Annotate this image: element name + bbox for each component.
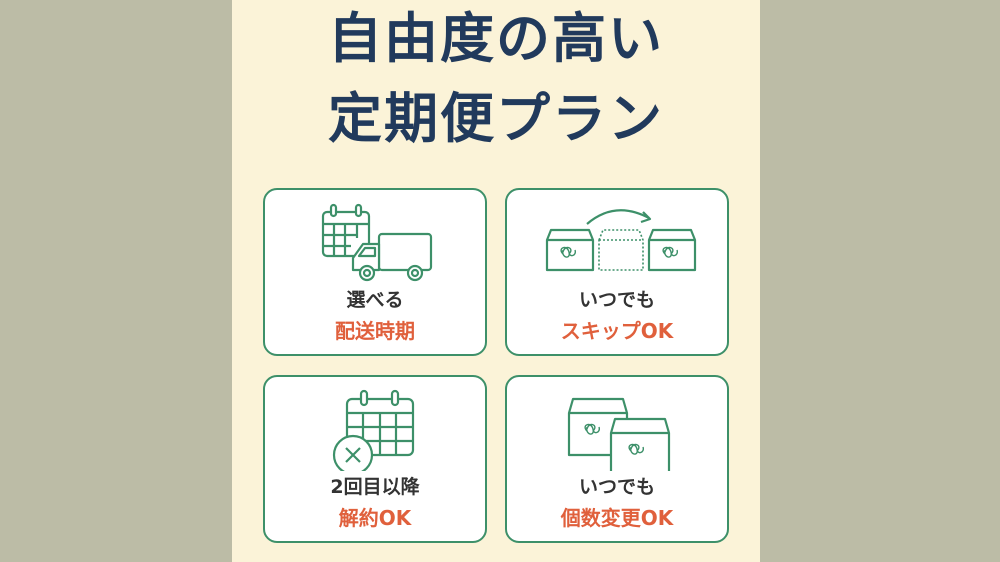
feature-highlight: 個数変更OK: [560, 506, 674, 530]
feature-highlight: 解約OK: [338, 506, 412, 530]
calendar-cancel-icon: [265, 385, 485, 471]
feature-label: 選べる: [346, 289, 404, 311]
feature-highlight: スキップOK: [560, 319, 674, 343]
feature-card-delivery-timing: 選べる 配送時期: [263, 188, 487, 356]
skip-box-icon: [507, 198, 727, 284]
headline-line-1: 自由度の高い: [328, 7, 664, 70]
feature-card-cancel-after-second: 2回目以降 解約OK: [263, 375, 487, 543]
promo-panel: 自由度の高い 定期便プラン: [232, 0, 760, 562]
feature-highlight: 配送時期: [335, 319, 415, 343]
feature-label: いつでも: [578, 476, 655, 498]
feature-card-change-quantity: いつでも 個数変更OK: [505, 375, 729, 543]
calendar-truck-icon: [265, 198, 485, 284]
feature-label: 2回目以降: [330, 476, 420, 498]
feature-card-skip-anytime: いつでも スキップOK: [505, 188, 729, 356]
stacked-boxes-icon: [507, 385, 727, 471]
headline-line-2: 定期便プラン: [328, 87, 664, 150]
feature-label: いつでも: [578, 289, 655, 311]
